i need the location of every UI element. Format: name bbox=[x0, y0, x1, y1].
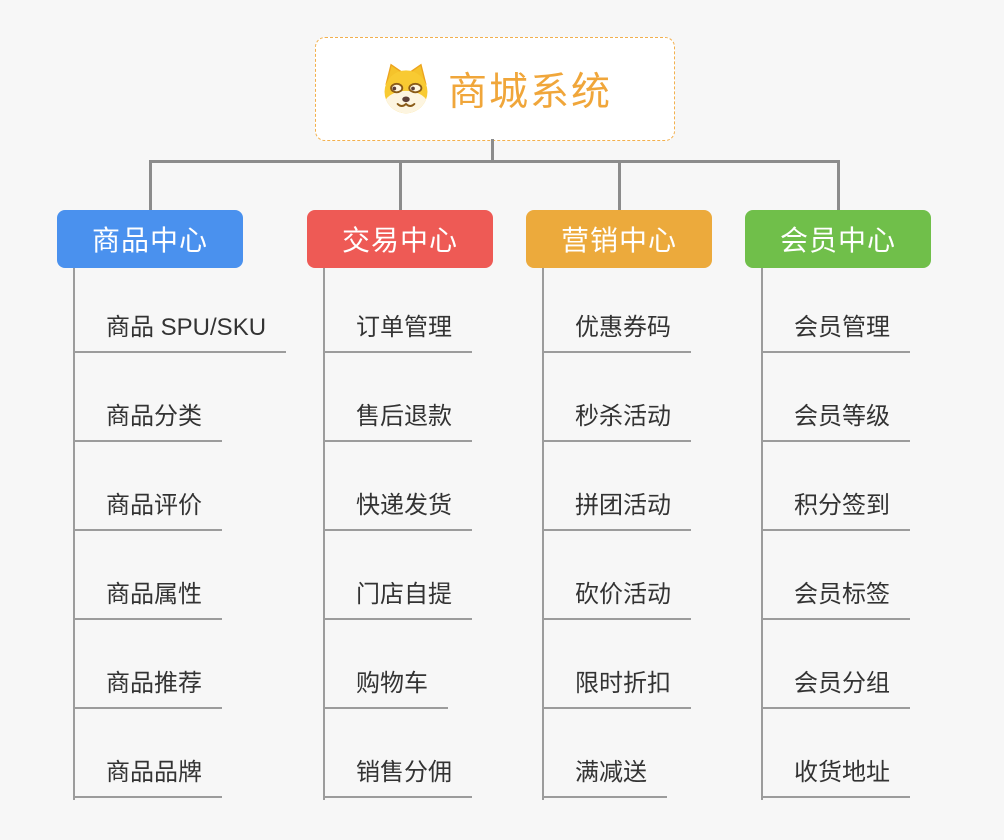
leaf-node-marketing-center-5[interactable]: 满减送 bbox=[542, 757, 667, 798]
leaf-node-member-center-2[interactable]: 积分签到 bbox=[761, 490, 910, 531]
leaf-node-marketing-center-2[interactable]: 拼团活动 bbox=[542, 490, 691, 531]
leaf-node-product-center-4[interactable]: 商品推荐 bbox=[73, 668, 222, 709]
leaf-node-product-center-3[interactable]: 商品属性 bbox=[73, 579, 222, 620]
leaf-node-member-center-4[interactable]: 会员分组 bbox=[761, 668, 910, 709]
branch-node-product-center[interactable]: 商品中心 bbox=[57, 210, 243, 268]
connector-root-stem bbox=[491, 139, 494, 163]
leaf-node-trade-center-4[interactable]: 购物车 bbox=[323, 668, 448, 709]
leaf-node-trade-center-0[interactable]: 订单管理 bbox=[323, 312, 472, 353]
leaf-node-product-center-5[interactable]: 商品品牌 bbox=[73, 757, 222, 798]
connector-spine-member-center bbox=[761, 268, 763, 800]
leaf-node-trade-center-3[interactable]: 门店自提 bbox=[323, 579, 472, 620]
leaf-node-product-center-2[interactable]: 商品评价 bbox=[73, 490, 222, 531]
connector-drop-marketing-center bbox=[617, 160, 621, 212]
connector-drop-member-center bbox=[836, 160, 840, 212]
leaf-node-marketing-center-0[interactable]: 优惠券码 bbox=[542, 312, 691, 353]
branch-node-member-center[interactable]: 会员中心 bbox=[745, 210, 931, 268]
leaf-node-marketing-center-1[interactable]: 秒杀活动 bbox=[542, 401, 691, 442]
root-node[interactable]: 商城系统 bbox=[315, 37, 675, 141]
branch-node-trade-center[interactable]: 交易中心 bbox=[307, 210, 493, 268]
leaf-node-marketing-center-3[interactable]: 砍价活动 bbox=[542, 579, 691, 620]
connector-drop-trade-center bbox=[398, 160, 402, 212]
doge-icon bbox=[378, 61, 434, 117]
leaf-node-marketing-center-4[interactable]: 限时折扣 bbox=[542, 668, 691, 709]
connector-bus bbox=[149, 160, 840, 163]
leaf-node-product-center-0[interactable]: 商品 SPU/SKU bbox=[73, 312, 287, 353]
leaf-node-member-center-5[interactable]: 收货地址 bbox=[761, 757, 910, 798]
leaf-node-trade-center-5[interactable]: 销售分佣 bbox=[323, 757, 472, 798]
root-label: 商城系统 bbox=[447, 71, 612, 114]
leaf-node-member-center-3[interactable]: 会员标签 bbox=[761, 579, 910, 620]
connector-spine-trade-center bbox=[323, 268, 325, 800]
connector-drop-product-center bbox=[148, 160, 152, 212]
leaf-node-trade-center-1[interactable]: 售后退款 bbox=[323, 401, 472, 442]
connector-spine-product-center bbox=[73, 268, 75, 800]
leaf-node-trade-center-2[interactable]: 快递发货 bbox=[323, 490, 472, 531]
leaf-node-member-center-1[interactable]: 会员等级 bbox=[761, 401, 910, 442]
connector-spine-marketing-center bbox=[542, 268, 544, 800]
leaf-node-member-center-0[interactable]: 会员管理 bbox=[761, 312, 910, 353]
leaf-node-product-center-1[interactable]: 商品分类 bbox=[73, 401, 222, 442]
branch-node-marketing-center[interactable]: 营销中心 bbox=[526, 210, 712, 268]
